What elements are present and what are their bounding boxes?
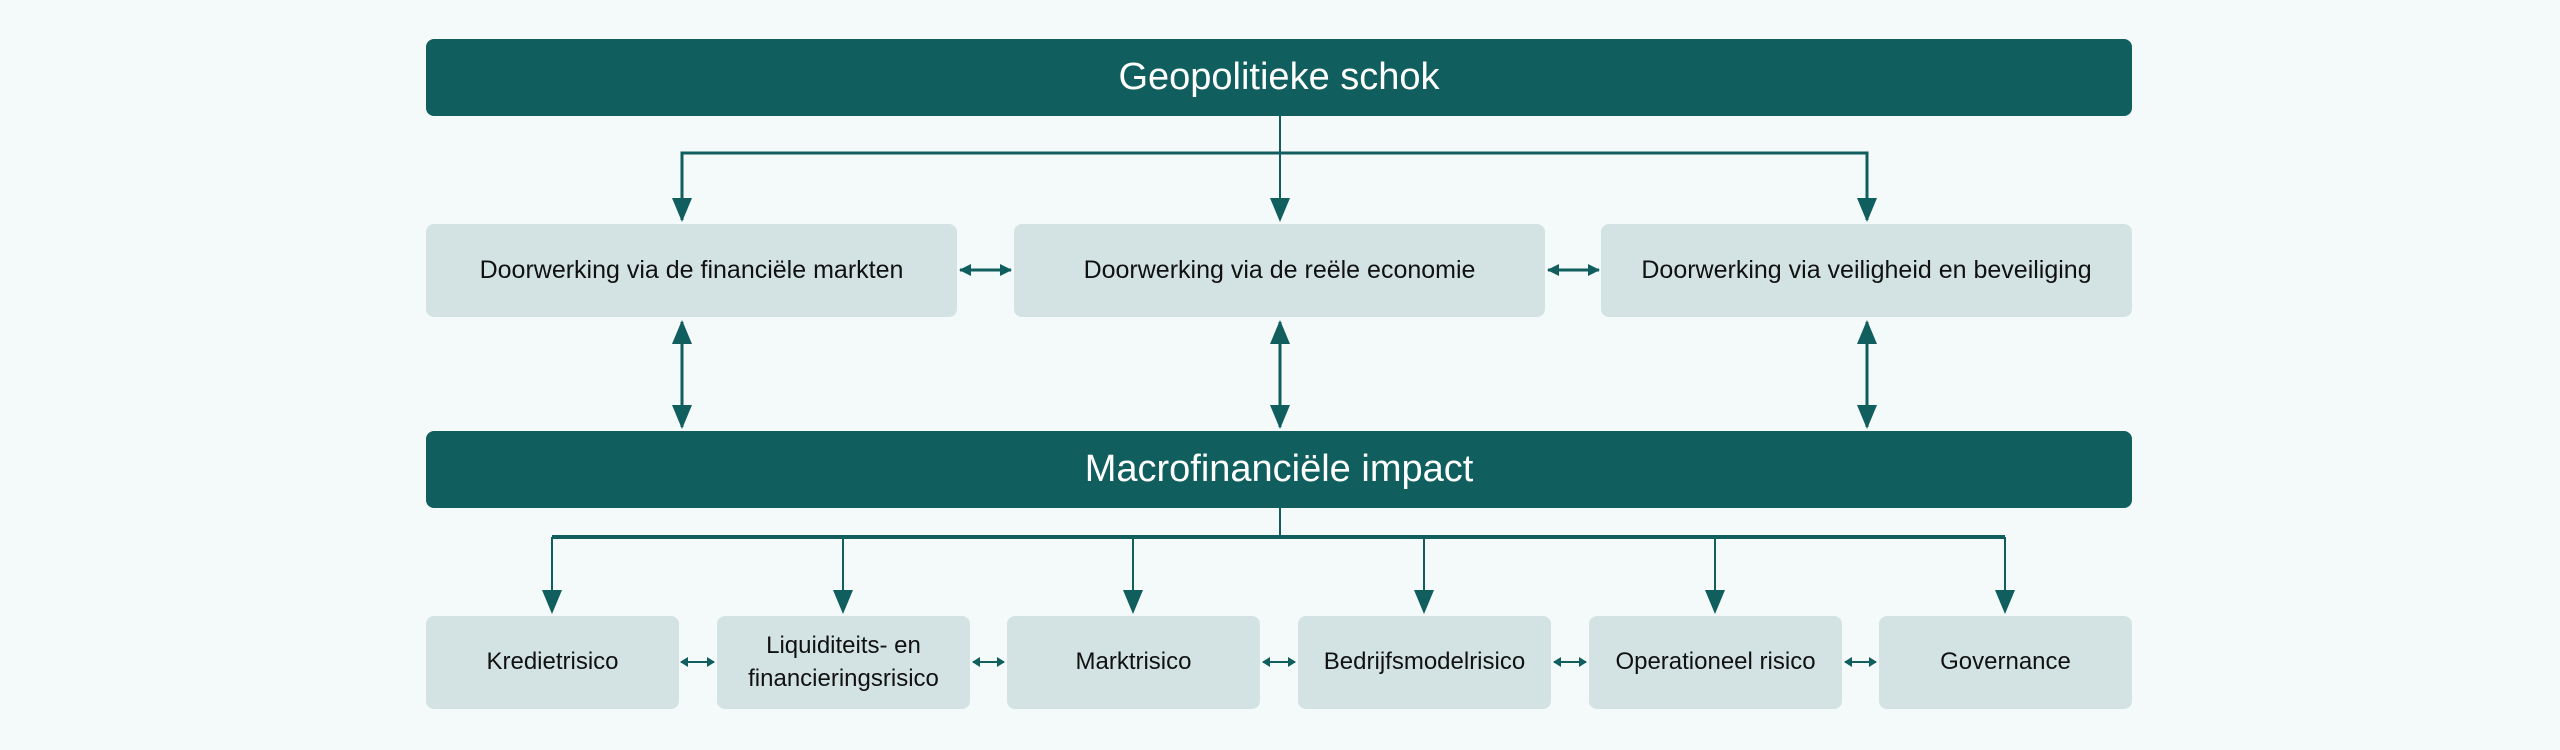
channel-security: Doorwerking via veiligheid en beveiligin… <box>1601 224 2132 317</box>
channel-label: Doorwerking via de financiële markten <box>479 255 904 284</box>
macrofinancial-impact-title: Macrofinanciële impact <box>1084 448 1474 490</box>
risk-label: Kredietrisico <box>486 648 619 676</box>
risk-operational: Operationeel risico <box>1589 616 1842 709</box>
risk-credit: Kredietrisico <box>426 616 679 709</box>
risk-governance: Governance <box>1879 616 2132 709</box>
risk-label: Liquiditeits- en financieringsrisico <box>748 632 939 692</box>
risk-market: Marktrisico <box>1007 616 1260 709</box>
channel-financial-markets: Doorwerking via de financiële markten <box>426 224 957 317</box>
channel-label: Doorwerking via de reële economie <box>1083 255 1476 284</box>
geopolitical-shock-title: Geopolitieke schok <box>1118 56 1440 98</box>
risk-label: Operationeel risico <box>1615 648 1816 676</box>
channel-real-economy: Doorwerking via de reële economie <box>1014 224 1545 317</box>
macrofinancial-impact-header: Macrofinanciële impact <box>426 431 2132 508</box>
channel-label: Doorwerking via veiligheid en beveiligin… <box>1641 255 2092 284</box>
risk-label: Marktrisico <box>1075 648 1192 676</box>
geopolitical-shock-header: Geopolitieke schok <box>426 39 2132 116</box>
arrow-top-fanout <box>672 151 1877 222</box>
risk-liquidity: Liquiditeits- en financieringsrisico <box>717 616 970 709</box>
risk-business-model: Bedrijfsmodelrisico <box>1298 616 1551 709</box>
risk-label: Bedrijfsmodelrisico <box>1323 648 1526 676</box>
risk-label: Governance <box>1940 648 2071 676</box>
